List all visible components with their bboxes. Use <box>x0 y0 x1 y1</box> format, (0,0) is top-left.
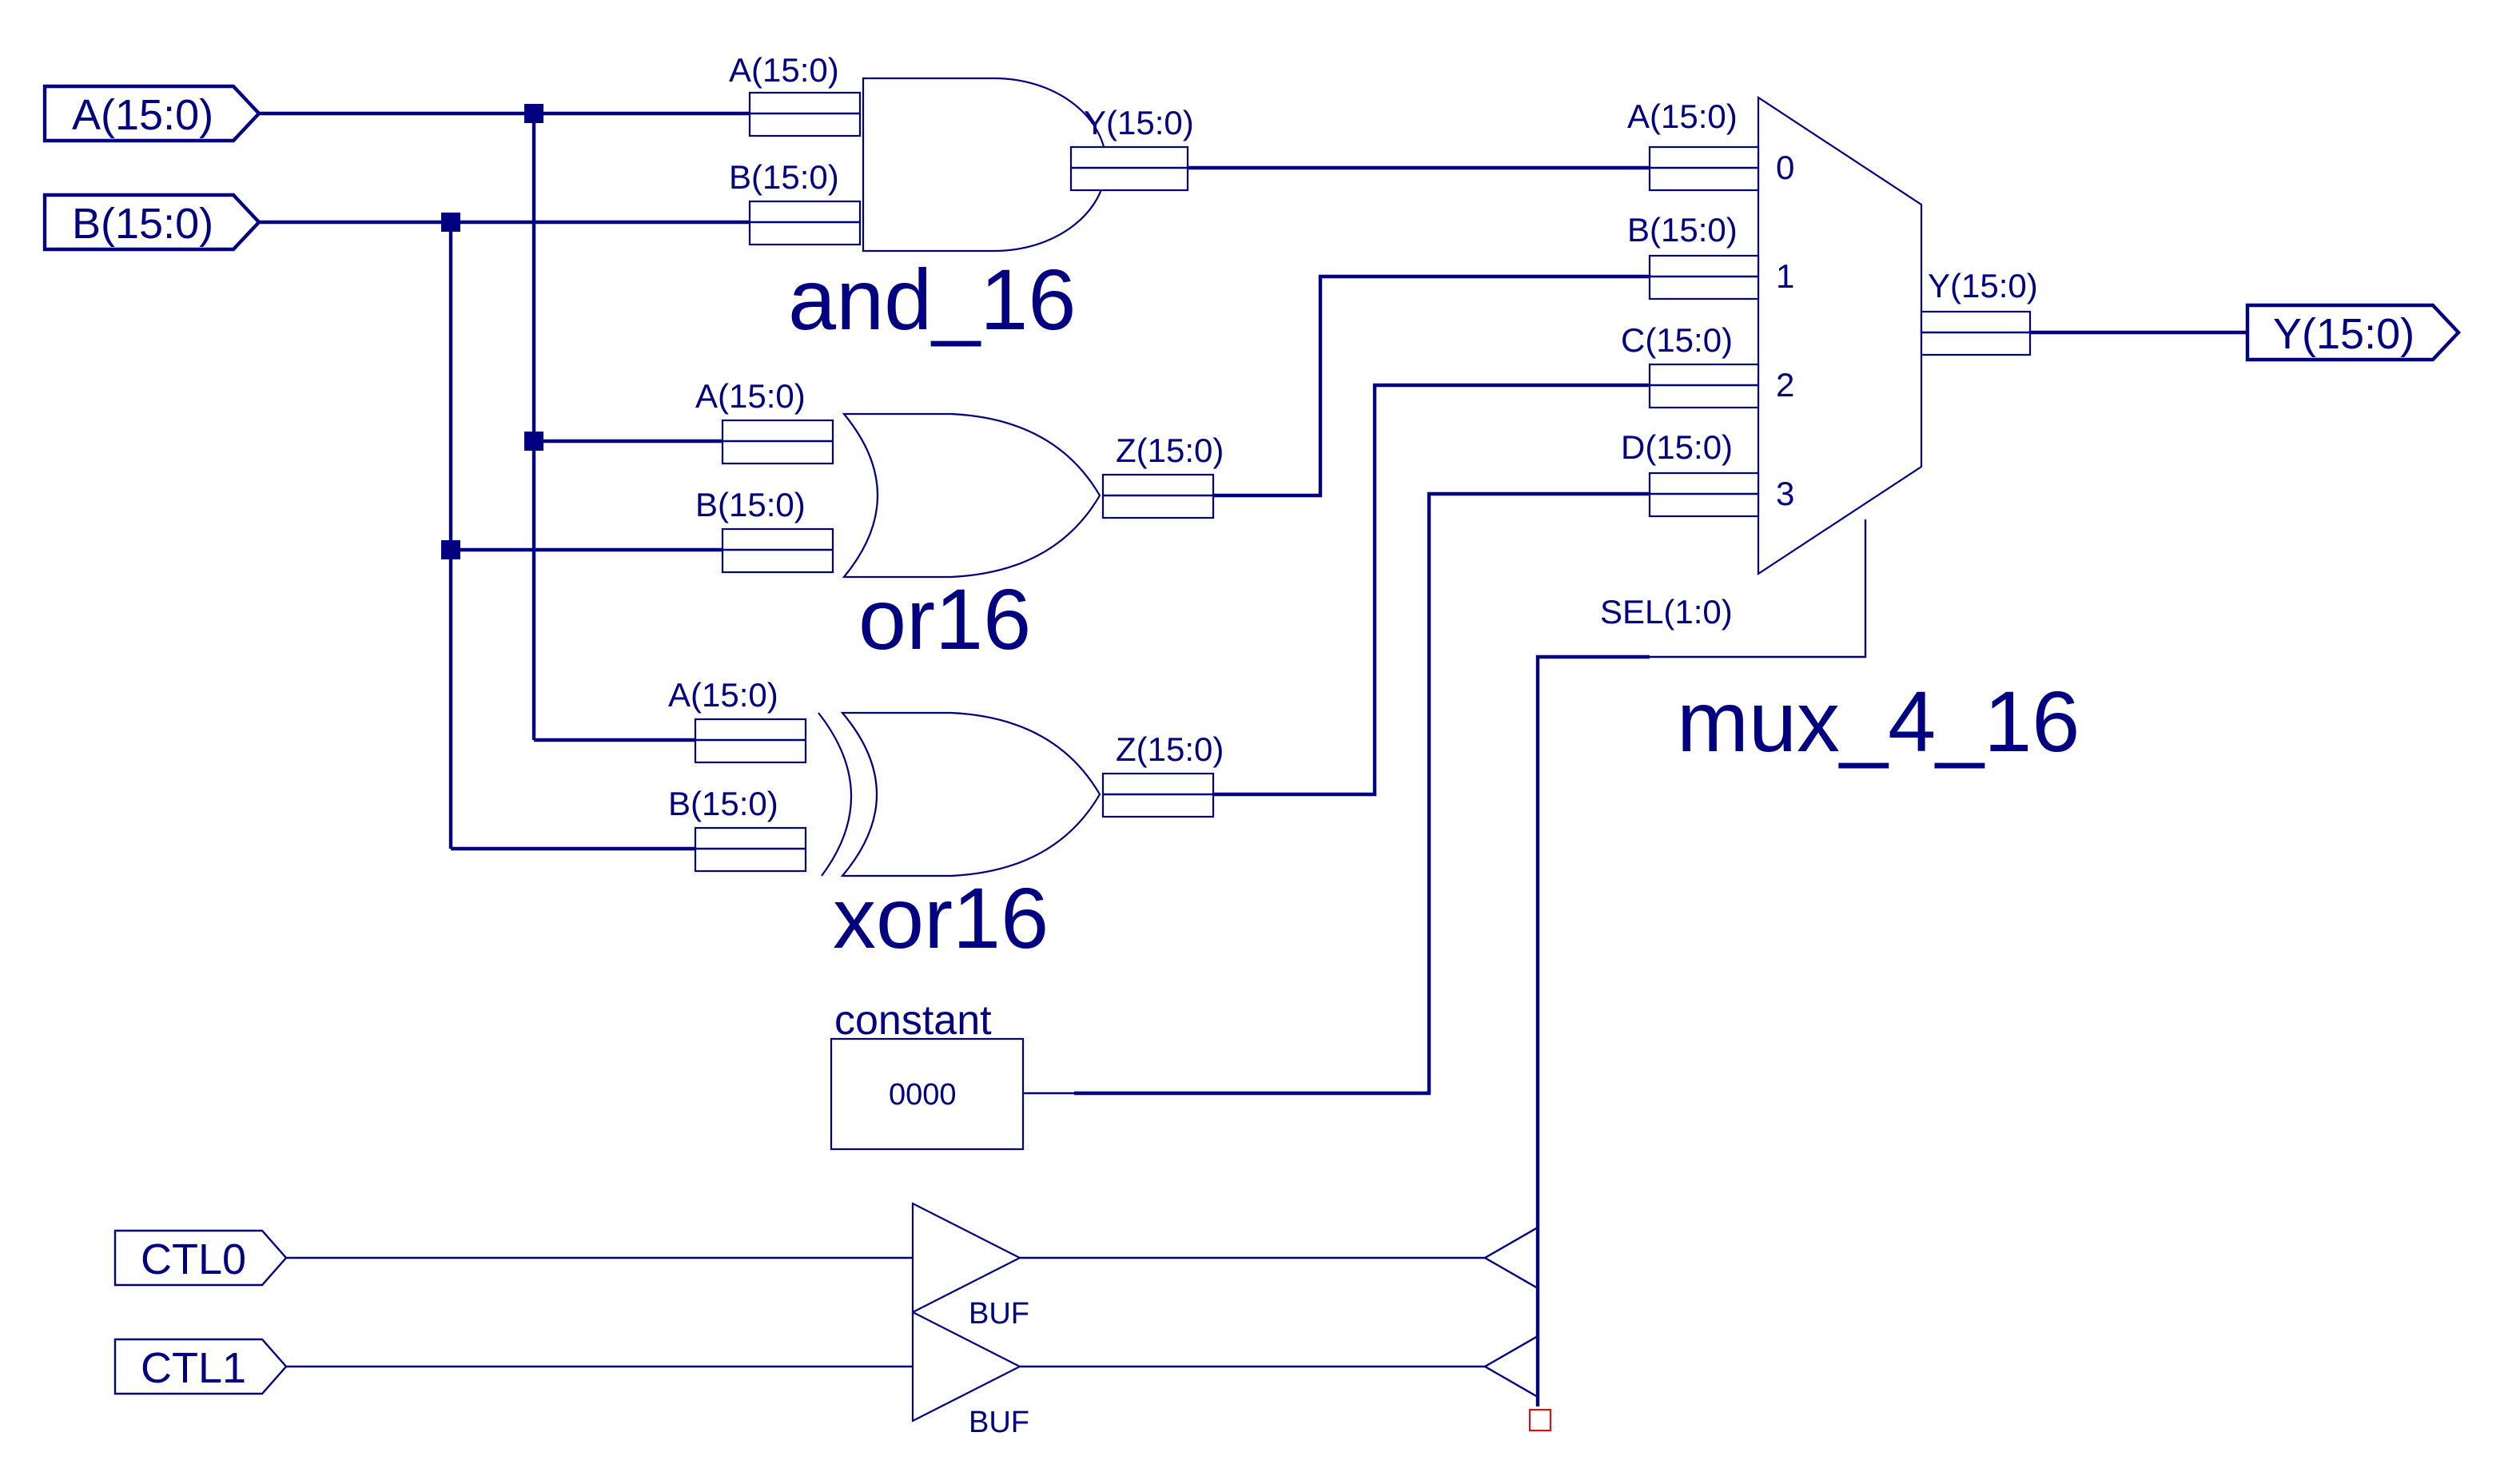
net-buf1-to-sel[interactable] <box>1020 1335 1539 1398</box>
output-port-y[interactable]: Y(15:0) <box>2245 303 2462 362</box>
and-pin-b-label: B(15:0) <box>729 158 839 196</box>
mux-index-0: 0 <box>1776 149 1794 186</box>
buffer-triangle <box>911 1311 1022 1422</box>
mux-index-2: 2 <box>1776 366 1794 404</box>
constant-block[interactable]: constant 0000 <box>830 997 1074 1151</box>
xor-pin-z-label: Z(15:0) <box>1116 730 1224 768</box>
or-gate[interactable]: A(15:0) B(15:0) Z(15:0) or16 <box>695 377 1224 667</box>
buffer-1-label: BUF <box>969 1406 1029 1439</box>
bus-ripper-1 <box>1483 1335 1539 1398</box>
constant-value: 0000 <box>889 1078 957 1112</box>
port-shape <box>42 193 262 252</box>
junction-dot <box>441 213 460 232</box>
net-constant-to-mux[interactable] <box>1074 491 1650 1096</box>
net-xor-to-mux[interactable] <box>1213 383 1650 797</box>
mux-index-1: 1 <box>1776 257 1794 295</box>
port-shape <box>42 84 262 143</box>
xor-pin-a-label: A(15:0) <box>668 676 778 714</box>
xor-gate-input-arc <box>818 712 853 877</box>
and-gate[interactable]: A(15:0) B(15:0) Y(15:0) and_16 <box>729 51 1194 348</box>
mux-pin-1-label: B(15:0) <box>1627 211 1738 249</box>
junction-dot <box>524 104 543 123</box>
port-shape <box>2245 303 2462 362</box>
buffer-triangle <box>911 1202 1022 1314</box>
or-gate-instance-label: or16 <box>858 571 1031 667</box>
and-gate-instance-label: and_16 <box>788 251 1076 348</box>
input-port-a[interactable]: A(15:0) <box>42 84 262 143</box>
input-port-a-label: A(15:0) <box>72 91 213 139</box>
input-port-b[interactable]: B(15:0) <box>42 193 262 252</box>
buffer-0-label: BUF <box>969 1297 1029 1331</box>
mux-sel-label: SEL(1:0) <box>1600 593 1733 631</box>
mux-pin-y-label: Y(15:0) <box>1928 267 2038 304</box>
net-sel-bus[interactable] <box>1535 654 1650 1406</box>
output-port-y-label: Y(15:0) <box>2273 310 2414 358</box>
input-port-ctl0[interactable]: CTL0 <box>113 1229 288 1287</box>
net-b-bus[interactable] <box>259 220 750 851</box>
and-gate-body <box>862 77 1108 253</box>
xor-pin-b-label: B(15:0) <box>668 785 778 822</box>
or-pin-z-label: Z(15:0) <box>1116 432 1224 469</box>
buffer-1[interactable]: BUF <box>911 1311 1029 1439</box>
or-pin-b-label: B(15:0) <box>695 486 806 523</box>
mux-block[interactable]: A(15:0) B(15:0) C(15:0) D(15:0) 0 1 2 3 … <box>1600 95 2080 770</box>
net-a-bus[interactable] <box>259 111 750 742</box>
constant-title: constant <box>834 997 992 1044</box>
or-pin-a-label: A(15:0) <box>695 377 806 415</box>
bus-end-marker <box>1529 1409 1551 1431</box>
mux-index-3: 3 <box>1776 475 1794 512</box>
input-port-b-label: B(15:0) <box>72 200 213 248</box>
xor-gate-instance-label: xor16 <box>833 869 1049 966</box>
input-port-ctl1-label: CTL1 <box>141 1344 246 1392</box>
net-buf0-to-sel[interactable] <box>1020 1226 1539 1290</box>
mux-body <box>1757 95 1923 576</box>
mux-instance-label: mux_4_16 <box>1677 673 2080 770</box>
buffer-0[interactable]: BUF <box>911 1202 1029 1331</box>
junction-dot <box>524 432 543 451</box>
or-gate-body <box>842 412 1101 579</box>
mux-pin-3-label: D(15:0) <box>1621 428 1733 466</box>
bus-ripper-0 <box>1483 1226 1539 1290</box>
port-shape <box>113 1229 288 1287</box>
mux-pin-2-label: C(15:0) <box>1621 321 1733 359</box>
xor-gate[interactable]: A(15:0) B(15:0) Z(15:0) xor16 <box>668 676 1224 966</box>
and-pin-a-label: A(15:0) <box>729 51 839 89</box>
xor-gate-body <box>840 711 1101 877</box>
port-shape <box>113 1338 288 1395</box>
junction-dot <box>441 540 460 559</box>
input-port-ctl1[interactable]: CTL1 <box>113 1338 288 1395</box>
input-port-ctl0-label: CTL0 <box>141 1235 246 1283</box>
net-or-to-mux[interactable] <box>1213 274 1650 498</box>
and-pin-y-label: Y(15:0) <box>1084 104 1194 141</box>
mux-pin-0-label: A(15:0) <box>1627 97 1738 135</box>
